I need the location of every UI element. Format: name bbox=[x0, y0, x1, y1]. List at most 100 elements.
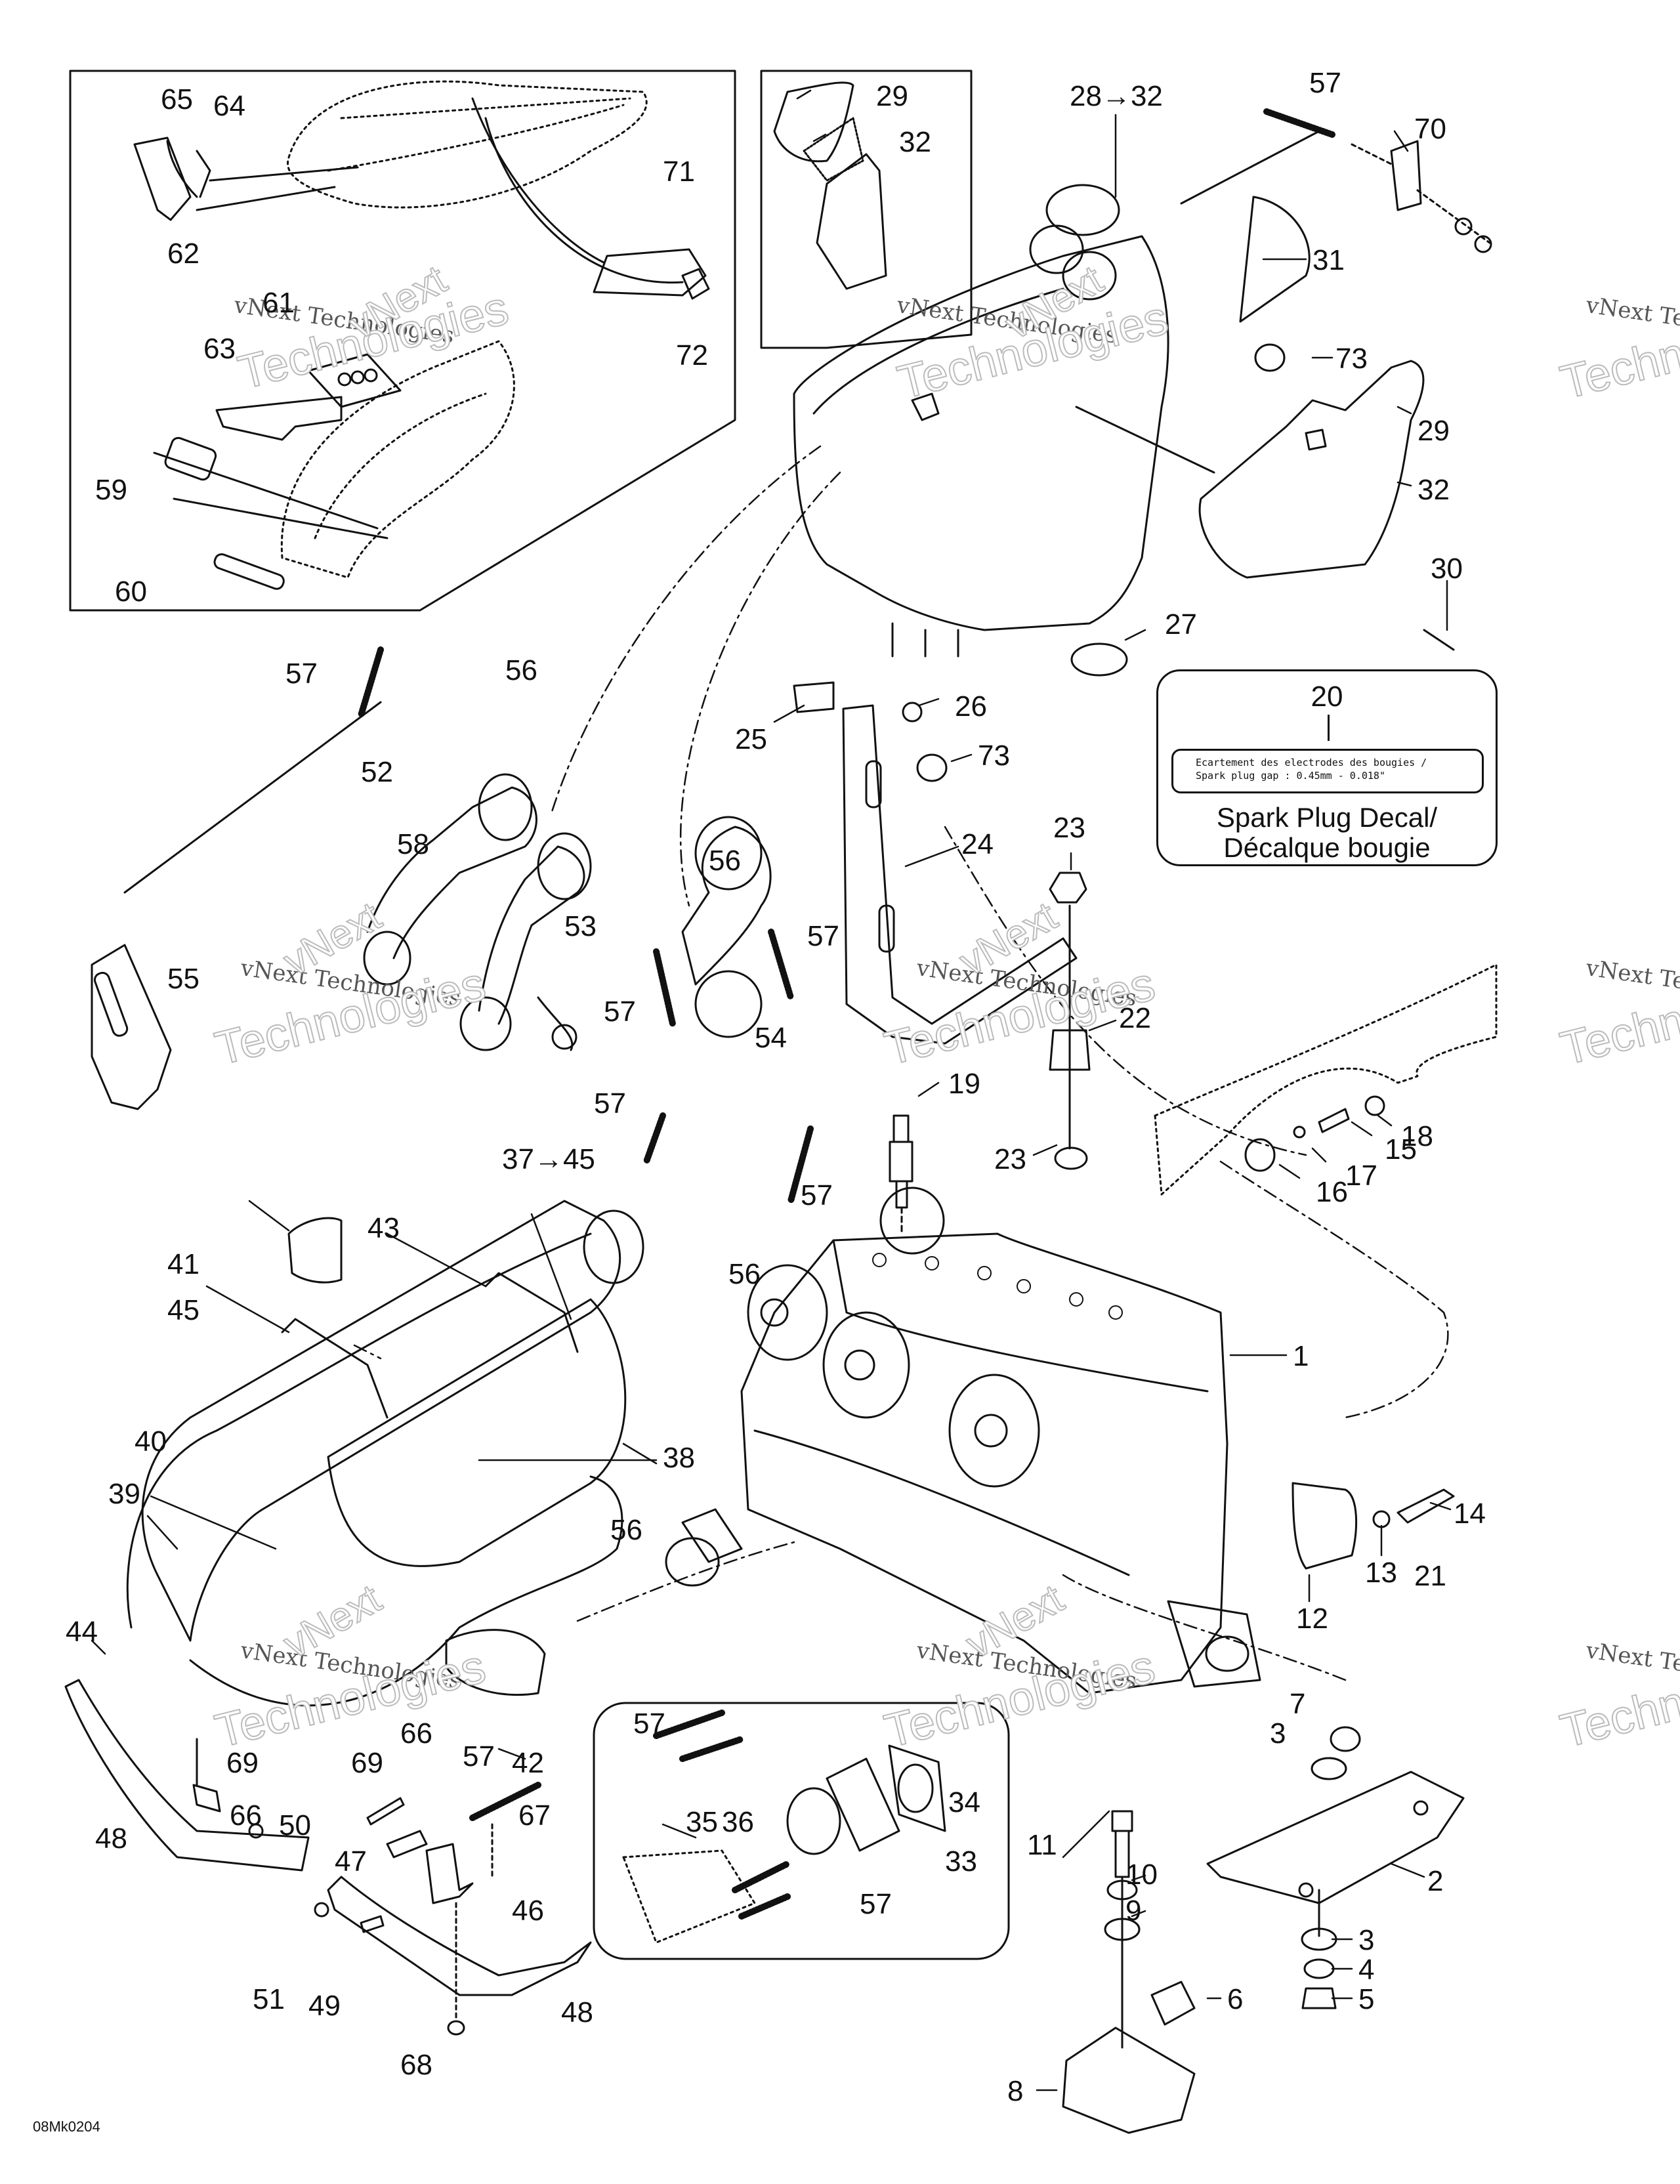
callout-label[interactable]: 4 bbox=[1358, 1954, 1375, 1986]
callout-label[interactable]: 43 bbox=[368, 1212, 400, 1244]
callout-label[interactable]: 37→45 bbox=[502, 1143, 595, 1175]
callout-label[interactable]: 63 bbox=[203, 333, 236, 365]
callout-label[interactable]: 69 bbox=[226, 1747, 259, 1779]
callout-label[interactable]: 60 bbox=[115, 576, 147, 608]
callout-label[interactable]: 3 bbox=[1270, 1717, 1286, 1750]
callout-label[interactable]: 50 bbox=[279, 1809, 311, 1841]
callout-label[interactable]: 42 bbox=[512, 1747, 544, 1779]
callout-label[interactable]: 14 bbox=[1454, 1498, 1486, 1530]
callout-label[interactable]: 18 bbox=[1401, 1120, 1433, 1152]
callout-label[interactable]: 22 bbox=[1119, 1002, 1151, 1034]
callout-label[interactable]: 56 bbox=[728, 1258, 761, 1290]
callout-label[interactable]: 33 bbox=[945, 1845, 977, 1878]
callout-label[interactable]: 56 bbox=[610, 1514, 642, 1546]
callout-label[interactable]: 66 bbox=[400, 1717, 432, 1750]
callout-label[interactable]: 57 bbox=[463, 1740, 495, 1773]
callout-label[interactable]: 57 bbox=[807, 920, 839, 952]
callout-label[interactable]: 23 bbox=[1053, 812, 1085, 844]
callout-label[interactable]: 57 bbox=[604, 996, 636, 1028]
callout-label[interactable]: 70 bbox=[1414, 113, 1446, 145]
callout-label[interactable]: 9 bbox=[1125, 1895, 1142, 1927]
callout-label[interactable]: 2 bbox=[1427, 1865, 1444, 1897]
callout-label[interactable]: 8 bbox=[1007, 2075, 1024, 2107]
callout-label[interactable]: 49 bbox=[308, 1990, 341, 2022]
callout-label[interactable]: 57 bbox=[594, 1087, 626, 1120]
callout-label[interactable]: 46 bbox=[512, 1895, 544, 1927]
callout-label[interactable]: 55 bbox=[167, 963, 200, 995]
washer-13-part bbox=[1372, 1510, 1391, 1528]
callout-label[interactable]: 17 bbox=[1345, 1160, 1377, 1192]
callout-label[interactable]: 19 bbox=[948, 1068, 980, 1100]
decal-63-part bbox=[215, 396, 343, 441]
callout-label[interactable]: 69 bbox=[351, 1747, 383, 1779]
callout-label[interactable]: 6 bbox=[1227, 1983, 1244, 2015]
callout-label[interactable]: 13 bbox=[1365, 1557, 1397, 1589]
callout-label[interactable]: 25 bbox=[735, 723, 767, 755]
callout-label[interactable]: 15 bbox=[1385, 1133, 1417, 1166]
callout-label[interactable]: 66 bbox=[230, 1799, 262, 1832]
callout-label[interactable]: 12 bbox=[1296, 1603, 1328, 1635]
callout-label[interactable]: 41 bbox=[167, 1248, 200, 1280]
callout-label[interactable]: 5 bbox=[1358, 1983, 1375, 2015]
callout-label[interactable]: 57 bbox=[285, 658, 318, 690]
callout-label[interactable]: 67 bbox=[518, 1799, 551, 1832]
callout-label[interactable]: 73 bbox=[1335, 343, 1368, 375]
callout-label[interactable]: 73 bbox=[978, 740, 1010, 772]
callout-label[interactable]: 57 bbox=[633, 1708, 665, 1740]
outlet-42-part bbox=[445, 1629, 546, 1696]
callout-label[interactable]: 48 bbox=[95, 1822, 127, 1855]
callout-label[interactable]: 68 bbox=[400, 2049, 432, 2081]
callout-label[interactable]: 27 bbox=[1165, 608, 1197, 640]
callout-label[interactable]: 35 bbox=[686, 1806, 718, 1838]
callout-label[interactable]: 52 bbox=[361, 756, 393, 788]
callout-label[interactable]: 26 bbox=[955, 690, 987, 723]
callout-label[interactable]: 31 bbox=[1312, 244, 1345, 276]
callout-label[interactable]: 64 bbox=[213, 90, 245, 122]
callout-label[interactable]: 38 bbox=[663, 1442, 695, 1474]
callout-label[interactable]: 47 bbox=[335, 1845, 367, 1878]
bracket-70-part bbox=[1390, 140, 1422, 211]
grommet-27-part bbox=[1070, 642, 1128, 677]
callout-label[interactable]: 62 bbox=[167, 238, 200, 270]
callout-label[interactable]: 36 bbox=[722, 1806, 754, 1838]
callout-label[interactable]: 20 bbox=[1311, 681, 1343, 713]
callout-label[interactable]: 57 bbox=[801, 1179, 833, 1211]
callout-label[interactable]: 71 bbox=[663, 156, 695, 188]
callout-label[interactable]: 59 bbox=[95, 474, 127, 506]
callout-label[interactable]: 40 bbox=[135, 1425, 167, 1458]
callout-label[interactable]: 21 bbox=[1414, 1560, 1446, 1592]
callout-label[interactable]: 53 bbox=[564, 910, 597, 942]
callout-label[interactable]: 1 bbox=[1293, 1340, 1309, 1372]
callout-label[interactable]: 39 bbox=[108, 1478, 140, 1510]
callout-label[interactable]: 34 bbox=[948, 1786, 980, 1818]
callout-label[interactable]: 57 bbox=[1309, 67, 1341, 99]
callout-label[interactable]: 10 bbox=[1125, 1858, 1158, 1891]
callout-label[interactable]: 11 bbox=[1027, 1829, 1057, 1861]
callout-label[interactable]: 54 bbox=[755, 1022, 787, 1054]
callout-label[interactable]: 29 bbox=[876, 80, 908, 112]
callout-label[interactable]: 32 bbox=[899, 126, 931, 158]
callout-label[interactable]: 16 bbox=[1316, 1176, 1348, 1208]
callout-label[interactable]: 23 bbox=[994, 1143, 1026, 1175]
callout-label[interactable]: 45 bbox=[167, 1294, 200, 1326]
inset-air-silencer-panel bbox=[760, 70, 973, 349]
callout-label[interactable]: 29 bbox=[1418, 415, 1450, 447]
callout-label[interactable]: 58 bbox=[397, 828, 429, 860]
callout-label[interactable]: 30 bbox=[1431, 553, 1463, 585]
callout-label[interactable]: 24 bbox=[961, 828, 994, 860]
callout-label[interactable]: 3 bbox=[1358, 1924, 1375, 1956]
callout-label[interactable]: 32 bbox=[1418, 474, 1450, 506]
callout-label[interactable]: 57 bbox=[860, 1888, 892, 1920]
callout-label[interactable]: 28→32 bbox=[1070, 80, 1163, 112]
callout-label[interactable]: 48 bbox=[561, 1996, 593, 2028]
callout-label[interactable]: 65 bbox=[161, 83, 193, 116]
callout-label[interactable]: 7 bbox=[1290, 1688, 1306, 1720]
callout-label[interactable]: 56 bbox=[505, 654, 537, 686]
callout-label[interactable]: 44 bbox=[66, 1616, 98, 1648]
callout-label[interactable]: 51 bbox=[253, 1983, 285, 2015]
callout-label[interactable]: 61 bbox=[262, 287, 295, 319]
spring-57-top-part bbox=[1263, 108, 1335, 138]
callout-label[interactable]: 72 bbox=[676, 339, 708, 371]
callout-label[interactable]: 56 bbox=[709, 845, 741, 877]
spring-strap-45-part bbox=[281, 1318, 388, 1419]
